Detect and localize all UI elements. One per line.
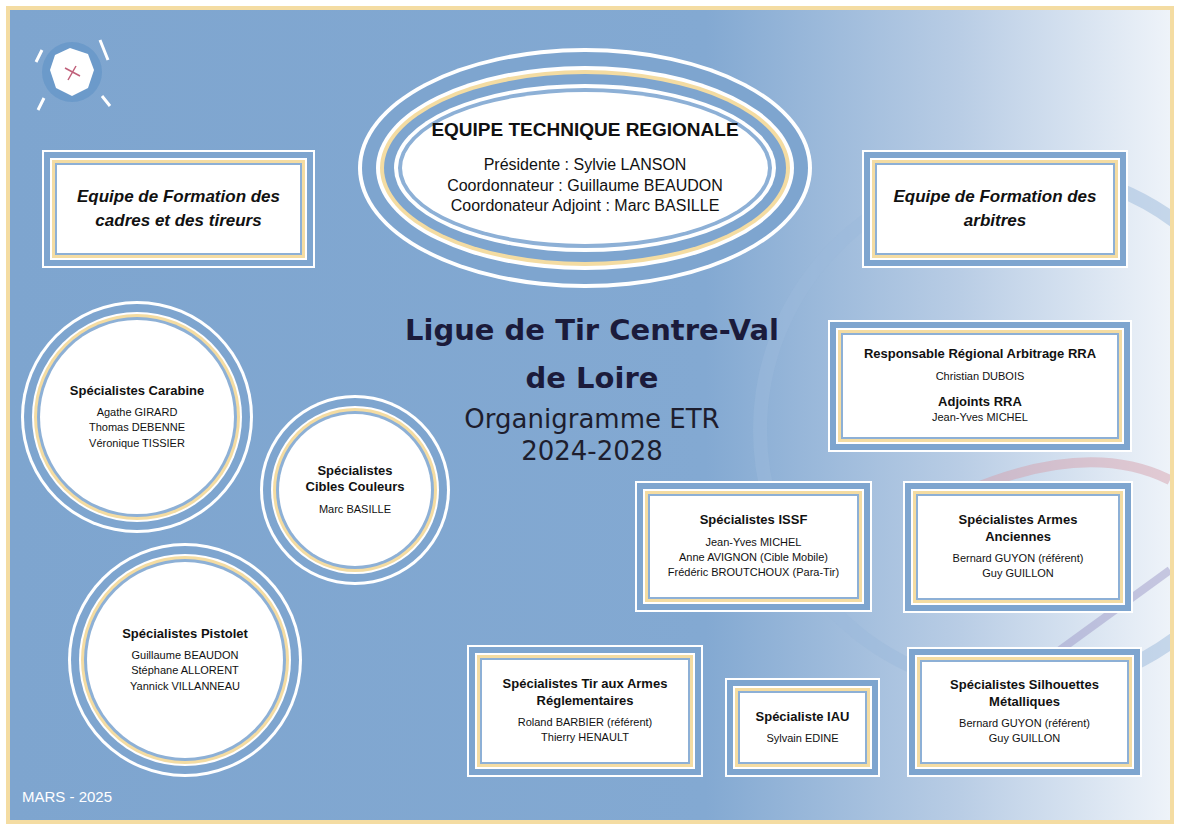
specialist-circle: Spécialistes CarabineAgathe GIRARDThomas…	[40, 320, 234, 514]
date-note: MARS - 2025	[22, 788, 162, 805]
specialist-box: Spécialistes Armes AnciennesBernard GUYO…	[918, 496, 1118, 598]
page-frame: EQUIPE TECHNIQUE REGIONALE Présidente : S…	[6, 6, 1174, 824]
node-text: Coordonateur Adjoint : Marc BASILLE	[451, 196, 720, 217]
node-heading: Spécialistes Tir aux Armes Réglementaire…	[494, 676, 676, 709]
node-heading: Equipe de Formation des arbitres	[889, 185, 1101, 233]
node-heading: EQUIPE TECHNIQUE REGIONALE	[431, 119, 738, 141]
node-heading: Responsable Régional Arbitrage RRA	[864, 346, 1096, 362]
node-heading: Spécialistes Pistolet	[122, 626, 248, 642]
arbitrage-box: Responsable Régional Arbitrage RRA Christ…	[843, 335, 1117, 437]
league-logo	[36, 40, 110, 110]
node-text: Véronique TISSIER	[89, 436, 185, 451]
specialist-circle: Spécialistes PistoletGuillaume BEAUDONSt…	[87, 562, 283, 758]
node-text: Guy GUILLON	[982, 566, 1054, 581]
etr-ellipse: EQUIPE TECHNIQUE REGIONALE Présidente : S…	[402, 92, 768, 244]
node-text: Bernard GUYON (référent)	[959, 716, 1090, 731]
specialist-box: Spécialistes ISSF Jean-Yves MICHELAnne AV…	[650, 496, 857, 597]
node-text: Stéphane ALLORENT	[131, 663, 239, 678]
node-text: Frédéric BROUTCHOUX (Para-Tir)	[668, 565, 839, 580]
node-text: Christian DUBOIS	[936, 369, 1025, 384]
node-heading: Spécialistes Silhouettes Métalliques	[934, 677, 1115, 710]
specialist-box: Spécialistes Tir aux Armes Réglementaire…	[482, 660, 688, 762]
node-heading: Spécialistes Armes Anciennes	[930, 512, 1106, 545]
specialist-box: Spécialiste IAU Sylvain EDINE	[740, 693, 865, 762]
node-text: Coordonnateur : Guillaume BEAUDON	[447, 176, 723, 197]
node-text: Guy GUILLON	[989, 731, 1061, 746]
node-text: Thierry HENAULT	[541, 730, 629, 745]
team-box: Equipe de Formation des arbitres	[877, 165, 1113, 253]
node-text: Thomas DEBENNE	[89, 420, 185, 435]
node-heading: Spécialistes ISSF	[700, 512, 808, 528]
node-text: Guillaume BEAUDON	[132, 648, 239, 663]
node-heading: Spécialistes Carabine	[70, 383, 204, 399]
node-text: Marc BASILLE	[319, 502, 391, 517]
period: 2024-2028	[402, 436, 782, 466]
node-text: Jean-Yves MICHEL	[932, 410, 1028, 425]
subtitle: Organigramme ETR	[402, 404, 782, 434]
node-text: Roland BARBIER (référent)	[518, 715, 653, 730]
node-text: Yannick VILLANNEAU	[130, 679, 240, 694]
node-heading: Spécialistes Cibles Couleurs	[301, 463, 409, 496]
node-text: Agathe GIRARD	[97, 405, 178, 420]
diagram-title: Ligue de Tir Centre-Val de Loire	[402, 306, 782, 402]
specialist-circle: Spécialistes Cibles CouleursMarc BASILLE	[279, 414, 431, 566]
node-text: Jean-Yves MICHEL	[706, 535, 802, 550]
node-text: Anne AVIGNON (Cible Mobile)	[679, 550, 828, 565]
watermark-stroke	[970, 462, 1170, 490]
node-text: Bernard GUYON (référent)	[953, 551, 1084, 566]
node-text: Sylvain EDINE	[766, 731, 838, 746]
node-heading: Spécialiste IAU	[756, 709, 850, 725]
node-text: Adjoints RRA	[938, 394, 1022, 410]
team-box: Equipe de Formation des cadres et des ti…	[57, 165, 300, 253]
node-text: Présidente : Sylvie LANSON	[484, 155, 687, 176]
specialist-box: Spécialistes Silhouettes MétalliquesBern…	[922, 662, 1127, 762]
node-heading: Equipe de Formation des cadres et des ti…	[69, 185, 288, 233]
